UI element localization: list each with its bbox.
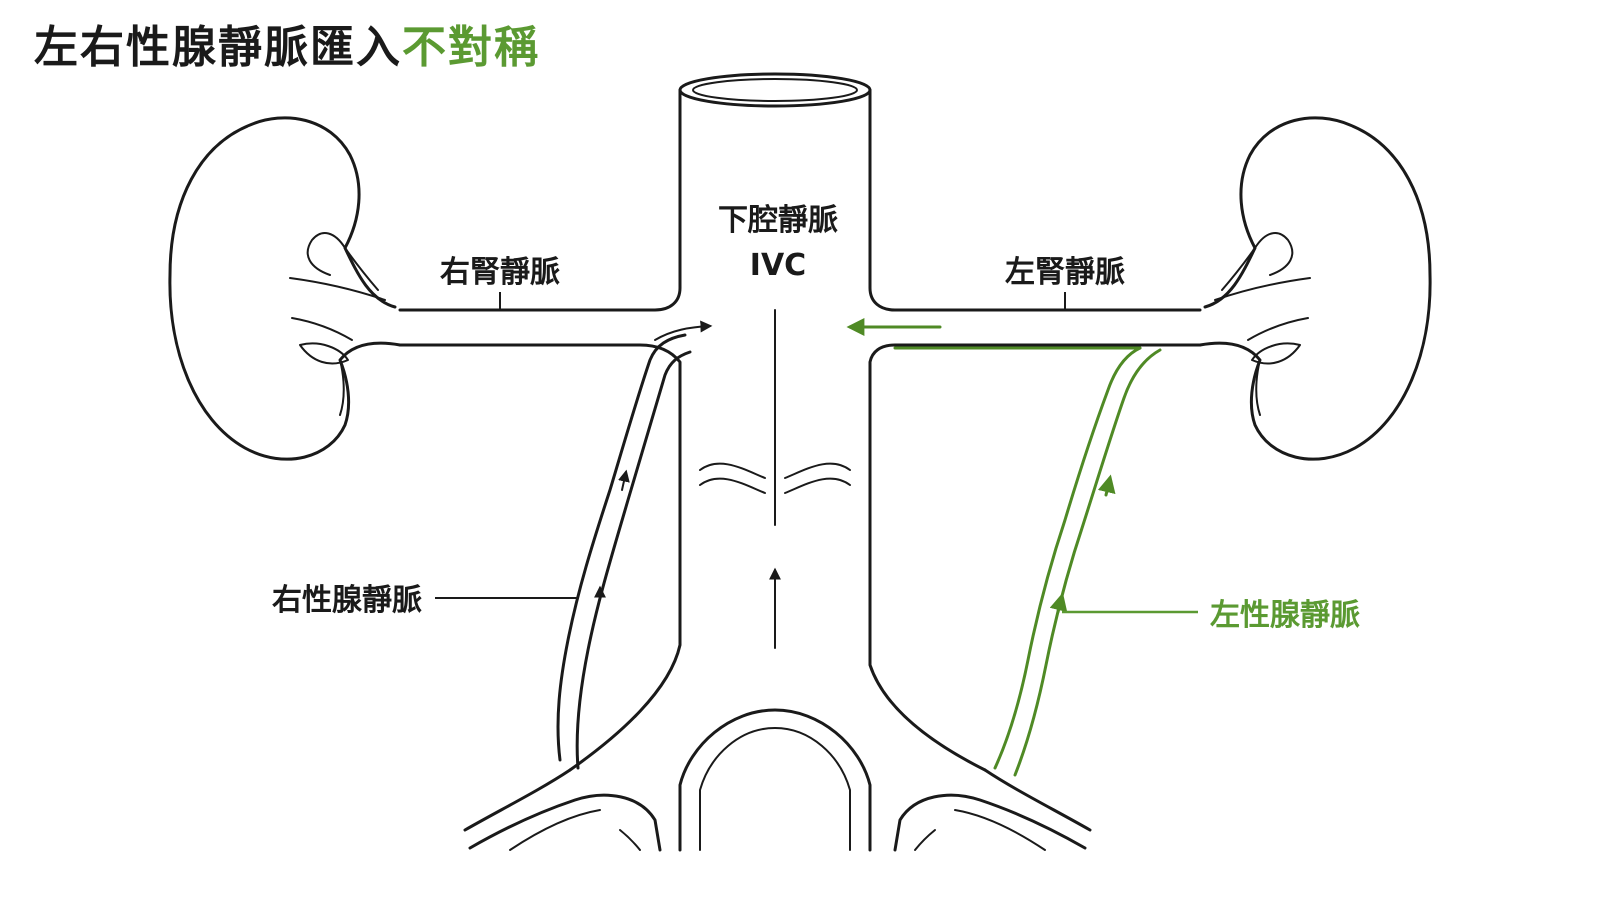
right-gonadal-vein bbox=[556, 320, 713, 770]
page-title: 左右性腺靜脈匯入不對稱 bbox=[34, 22, 540, 75]
iliac-veins bbox=[463, 708, 1092, 852]
left-kidney bbox=[1198, 116, 1432, 461]
left-gonadal-vein-label: 左性腺靜脈 bbox=[1210, 598, 1360, 633]
left-renal-vein-label: 左腎靜脈 bbox=[1005, 255, 1125, 290]
right-gonadal-vein-label: 右性腺靜脈 bbox=[272, 583, 422, 618]
title-main: 左右性腺靜脈匯入 bbox=[34, 22, 402, 73]
ivc-label-cn: 下腔靜脈 bbox=[718, 203, 838, 238]
right-kidney bbox=[168, 116, 402, 461]
ivc bbox=[398, 72, 1202, 772]
left-gonadal-vein bbox=[846, 318, 1162, 777]
ivc-label-en: IVC bbox=[750, 248, 806, 283]
title-accent: 不對稱 bbox=[402, 22, 540, 73]
right-renal-vein-label: 右腎靜脈 bbox=[440, 255, 560, 290]
